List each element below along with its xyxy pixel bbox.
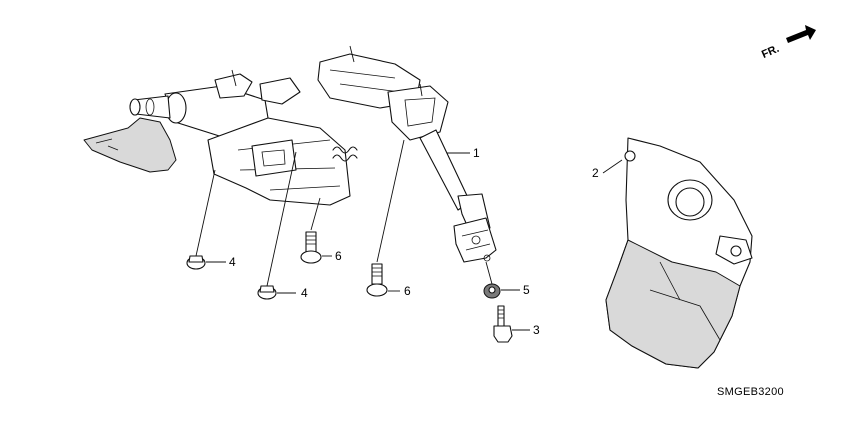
callout-6b: 6 [404,284,411,298]
callout-1: 1 [473,146,480,160]
diagram-code: SMGEB3200 [717,386,784,398]
universal-joint [453,217,497,263]
lock-housing [251,139,297,177]
front-direction-arrow-icon [786,25,816,43]
tilt-lever [83,117,177,173]
column-cover [605,137,753,369]
callout-6a: 6 [335,249,342,263]
tilt-spring [332,146,358,162]
flange-nut-4a [186,255,206,270]
flange-bolt-6a [300,231,322,264]
nut-5 [483,283,501,299]
callout-4a: 4 [229,255,236,269]
callout-3: 3 [533,323,540,337]
callout-2: 2 [592,166,599,180]
joint-bolt-3 [493,305,513,343]
flange-bolt-6b [366,263,388,297]
steering-column-assembly [83,45,497,263]
leader-lines [195,139,623,331]
flange-nut-4b [257,285,277,300]
callout-5: 5 [523,283,530,297]
callout-4b: 4 [301,286,308,300]
